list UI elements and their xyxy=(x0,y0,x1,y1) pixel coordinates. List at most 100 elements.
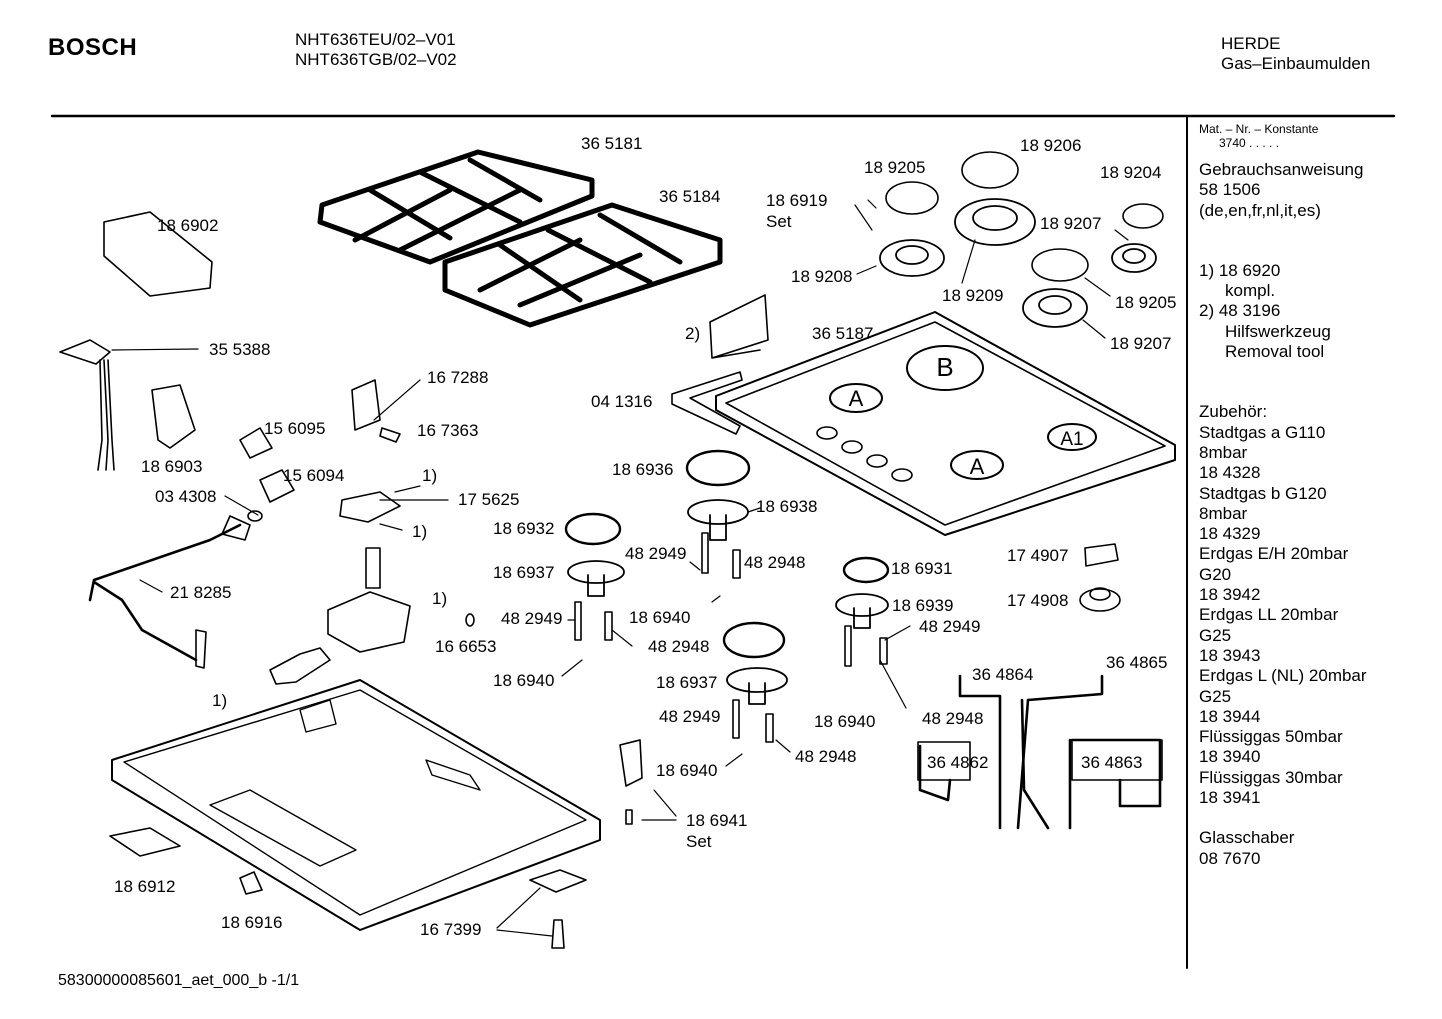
callout-189204: 18 9204 xyxy=(1100,163,1162,182)
callout-note2: 2) xyxy=(685,324,701,343)
callout-482948-lower: 48 2948 xyxy=(795,747,857,766)
mains-cable xyxy=(59,339,115,471)
parts-sidebar: Mat. – Nr. – Konstante 3740 . . . . . Ge… xyxy=(1199,122,1435,869)
callout-186932: 18 6932 xyxy=(493,519,555,538)
scraper-number: 08 7670 xyxy=(1199,848,1261,868)
callout-189206: 18 9206 xyxy=(1020,136,1082,155)
callout-167399: 16 7399 xyxy=(420,920,482,939)
accessory-line: Erdgas LL 20mbar xyxy=(1199,605,1339,625)
hob-top-panel xyxy=(715,311,1176,536)
seal-rings xyxy=(564,449,890,659)
o-ring xyxy=(465,613,475,627)
model-line-2: NHT636TGB/02–V02 xyxy=(295,50,457,69)
callout-186903: 18 6903 xyxy=(141,457,203,476)
callout-186940-upper: 18 6940 xyxy=(629,608,691,627)
note2-part: 2) 48 3196 xyxy=(1199,301,1281,321)
callout-189207-right: 18 9207 xyxy=(1110,334,1172,353)
accessory-line: Erdgas L (NL) 20mbar xyxy=(1199,666,1367,686)
document-id: 58300000085601_aet_000_b -1/1 xyxy=(58,972,300,989)
screw xyxy=(379,427,401,443)
callout-364863: 36 4863 xyxy=(1081,753,1143,772)
callout-167363: 16 7363 xyxy=(417,421,479,440)
callout-482949-lower: 48 2949 xyxy=(659,707,721,726)
callout-364862: 36 4862 xyxy=(927,753,989,772)
callout-186940-lower: 18 6940 xyxy=(656,761,718,780)
accessory-line: 18 3943 xyxy=(1199,645,1261,665)
pan-support-left xyxy=(317,149,595,265)
callout-186937-lower: 18 6937 xyxy=(656,673,718,692)
callout-174908: 17 4908 xyxy=(1007,591,1069,610)
accessory-line: G20 xyxy=(1199,564,1232,584)
elbows xyxy=(239,427,295,503)
callout-156094: 15 6094 xyxy=(283,466,345,485)
callout-189205-top: 18 9205 xyxy=(864,158,926,177)
callout-186939: 18 6939 xyxy=(892,596,954,615)
callout-365184: 36 5184 xyxy=(659,187,721,206)
note2-desc-en: Removal tool xyxy=(1225,342,1325,362)
bracket xyxy=(109,827,181,857)
fixing-clamp xyxy=(529,869,587,893)
callout-note1-a: 1) xyxy=(422,466,438,485)
adapter-fitting xyxy=(269,647,331,685)
manual-number: 58 1506 xyxy=(1199,180,1261,200)
callout-186936: 18 6936 xyxy=(612,460,674,479)
callout-482949-right: 48 2949 xyxy=(919,617,981,636)
callout-156095: 15 6095 xyxy=(264,419,326,438)
callout-189209: 18 9209 xyxy=(942,286,1004,305)
callout-186931: 18 6931 xyxy=(891,559,953,578)
callout-355388: 35 5388 xyxy=(209,340,271,359)
mat-value: 3740 . . . . . xyxy=(1219,136,1280,150)
seal-strip xyxy=(671,371,743,435)
model-line-1: NHT636TEU/02–V01 xyxy=(295,30,456,49)
callout-482949-upper: 48 2949 xyxy=(625,544,687,563)
burner-letter-a1: A1 xyxy=(1060,429,1083,450)
accessory-line: 8mbar xyxy=(1199,503,1248,523)
accessory-line: Stadtgas b G120 xyxy=(1199,483,1327,503)
manual-languages: (de,en,fr,nl,it,es) xyxy=(1199,200,1321,220)
callout-365187: 36 5187 xyxy=(812,324,874,343)
callout-174907: 17 4907 xyxy=(1007,546,1069,565)
accessory-line: Erdgas E/H 20mbar xyxy=(1199,544,1349,564)
note1-desc: kompl. xyxy=(1225,281,1276,301)
callout-482948-left: 48 2948 xyxy=(648,637,710,656)
accessories-list: Stadtgas a G110 8mbar 18 4328 Stadtgas b… xyxy=(1199,423,1435,809)
accessory-line: G25 xyxy=(1199,625,1232,645)
leader-lines xyxy=(111,199,1129,937)
washer xyxy=(247,510,263,522)
callout-set-186941: Set xyxy=(686,832,712,851)
callout-482948-right: 48 2948 xyxy=(922,709,984,728)
knob-handle xyxy=(619,739,643,787)
pan-support-right xyxy=(442,202,723,328)
model-numbers: NHT636TEU/02–V01 NHT636TGB/02–V02 xyxy=(295,30,457,70)
socket-holder xyxy=(151,384,196,449)
note2-desc-de: Hilfswerkzeug xyxy=(1225,321,1331,341)
accessory-line: Flüssiggas 30mbar xyxy=(1199,767,1343,787)
category-line-1: HERDE xyxy=(1221,34,1281,53)
clip xyxy=(351,379,381,431)
fixing-screw xyxy=(551,919,565,949)
callout-166653: 16 6653 xyxy=(435,637,497,656)
brand-logo: BOSCH xyxy=(48,34,138,61)
accessory-line: 18 3941 xyxy=(1199,788,1261,808)
accessory-line: G25 xyxy=(1199,686,1232,706)
callout-189208: 18 9208 xyxy=(791,267,853,286)
callout-167288: 16 7288 xyxy=(427,368,489,387)
accessory-line: 8mbar xyxy=(1199,442,1248,462)
control-knobs xyxy=(1079,543,1121,612)
accessory-line: 18 4328 xyxy=(1199,463,1261,483)
note1-part: 1) 18 6920 xyxy=(1199,260,1281,280)
manual-title: Gebrauchsanweisung xyxy=(1199,160,1364,179)
accessory-line: 18 3944 xyxy=(1199,706,1261,726)
callout-186937-upper: 18 6937 xyxy=(493,563,555,582)
burner-caps xyxy=(885,151,1164,282)
callout-175625: 17 5625 xyxy=(458,490,520,509)
callout-189205-right: 18 9205 xyxy=(1115,293,1177,312)
callout-186938: 18 6938 xyxy=(756,497,818,516)
burner-bodies xyxy=(879,198,1157,328)
callout-186940-right: 18 6940 xyxy=(814,712,876,731)
accessory-line: 18 3942 xyxy=(1199,585,1261,605)
bolt xyxy=(195,629,207,669)
accessory-line: 18 4329 xyxy=(1199,524,1261,544)
accessories-title: Zubehör: xyxy=(1199,402,1268,422)
callout-186916: 18 6916 xyxy=(221,913,283,932)
